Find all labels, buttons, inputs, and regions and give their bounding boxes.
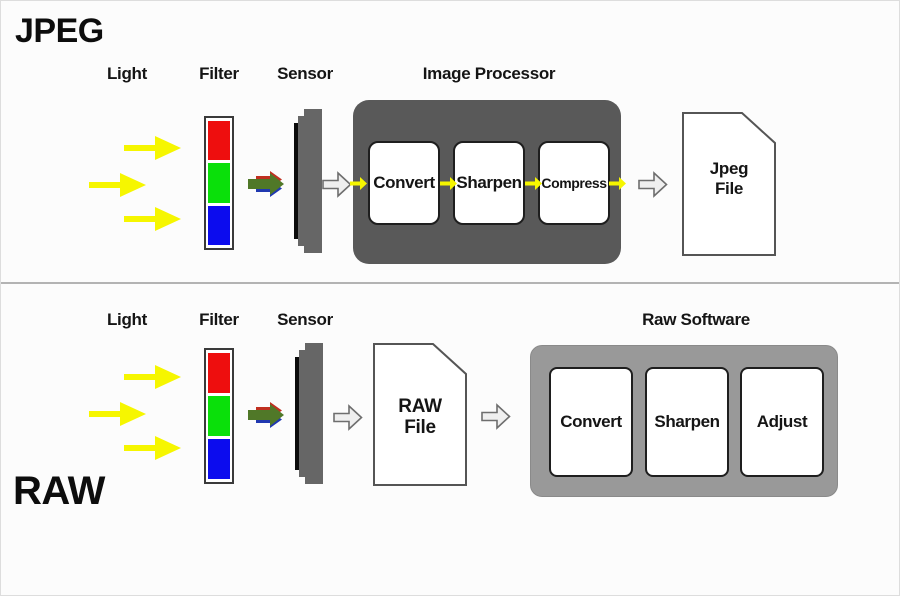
jpeg-file-line1: Jpeg xyxy=(709,159,749,178)
step-label: Convert xyxy=(373,173,435,192)
sensor-step xyxy=(298,116,306,246)
filter-red-cell xyxy=(208,353,230,393)
raw-software-label: Raw Software xyxy=(642,310,750,329)
sensor-body xyxy=(305,343,323,484)
software-step-sharpen: Sharpen xyxy=(645,367,729,477)
sensor-shape xyxy=(294,109,322,253)
processor-step-sharpen: Sharpen xyxy=(453,141,525,225)
raw-file-document xyxy=(373,343,467,486)
step-label: Convert xyxy=(560,412,622,431)
step-label: Sharpen xyxy=(456,173,522,192)
raw-software-container: Convert Sharpen Adjust xyxy=(530,345,838,497)
rgb-arrow-icon xyxy=(248,171,284,197)
jpeg-file-document xyxy=(682,112,776,256)
light-arrow-icon xyxy=(124,207,181,231)
raw-file-line1: RAW xyxy=(398,396,442,417)
raw-file-line2: File xyxy=(404,417,436,438)
step-arrow-icon xyxy=(525,177,542,190)
software-step-adjust: Adjust xyxy=(740,367,824,477)
raw-sensor-label: Sensor xyxy=(277,310,333,329)
flow-arrow-icon xyxy=(638,171,668,198)
raw-section-title: RAW xyxy=(13,469,105,513)
step-label: Compress xyxy=(541,175,607,191)
jpeg-file-line2: File xyxy=(714,179,744,198)
light-arrow-icon xyxy=(124,136,181,160)
image-processor-container: Convert Sharpen Compress xyxy=(350,100,626,264)
sensor-bar xyxy=(294,123,299,239)
light-arrow-icon xyxy=(89,402,146,426)
rgb-filter xyxy=(204,116,234,250)
flow-arrow-icon xyxy=(333,404,363,431)
processor-step-convert: Convert xyxy=(368,141,440,225)
light-arrow-icon xyxy=(124,365,181,389)
sensor-step xyxy=(299,350,307,477)
jpeg-file-label: Jpeg File xyxy=(682,159,776,199)
light-arrow-icon xyxy=(89,173,146,197)
sensor-bar xyxy=(295,357,300,470)
raw-light-label: Light xyxy=(106,310,148,329)
step-label: Sharpen xyxy=(654,412,720,431)
jpeg-image-processor-label: Image Processor xyxy=(422,64,556,83)
jpeg-filter-label: Filter xyxy=(199,64,239,83)
sensor-shape xyxy=(295,343,323,484)
jpeg-light-label: Light xyxy=(106,64,148,83)
flow-arrow-icon xyxy=(322,171,352,198)
software-step-convert: Convert xyxy=(549,367,633,477)
sensor-body xyxy=(304,109,322,253)
filter-blue-cell xyxy=(208,439,230,479)
processor-step-compress: Compress xyxy=(538,141,610,225)
flow-arrow-icon xyxy=(481,403,511,430)
filter-blue-cell xyxy=(208,205,230,245)
filter-red-cell xyxy=(208,121,230,161)
filter-green-cell xyxy=(208,396,230,436)
rgb-arrow-icon xyxy=(248,402,284,428)
raw-file-label: RAW File xyxy=(373,396,467,438)
jpeg-section-title: JPEG xyxy=(15,12,104,50)
step-arrow-icon xyxy=(350,177,367,190)
step-arrow-icon xyxy=(609,177,626,190)
jpeg-sensor-label: Sensor xyxy=(277,64,333,83)
step-label: Adjust xyxy=(756,412,808,431)
section-divider xyxy=(1,282,899,284)
raw-filter-label: Filter xyxy=(199,310,239,329)
filter-green-cell xyxy=(208,163,230,203)
step-arrow-icon xyxy=(440,177,457,190)
rgb-filter xyxy=(204,348,234,484)
light-arrow-icon xyxy=(124,436,181,460)
